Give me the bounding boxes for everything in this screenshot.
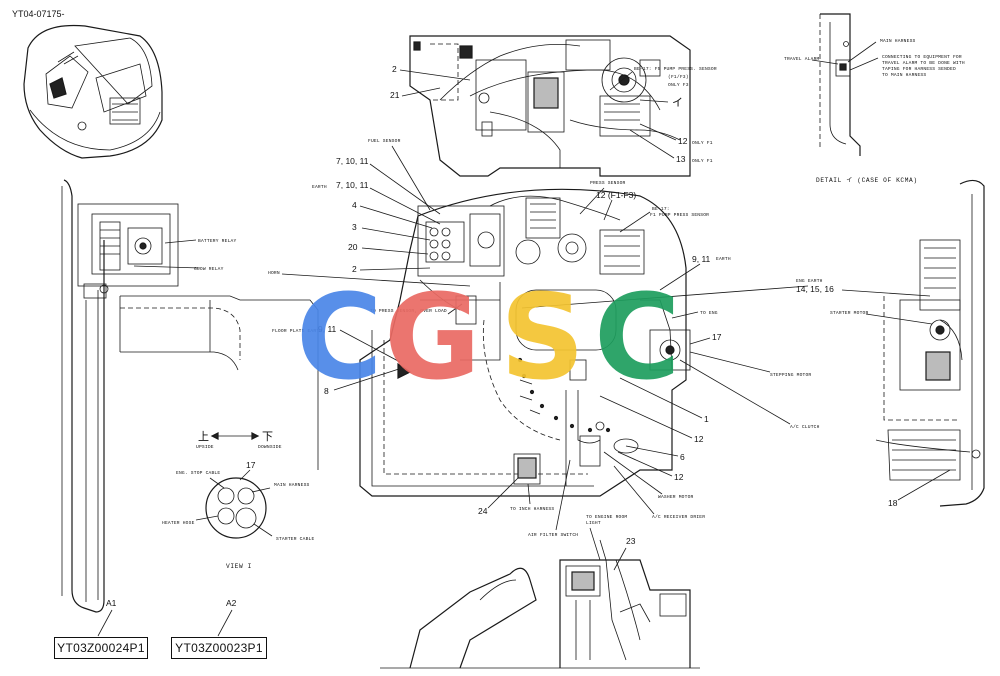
washer-motor-label: WASHER MOTOR [658,494,694,500]
part-ref-a1-tag: A1 [106,598,117,608]
earth-left-label: EARTH [312,184,327,190]
be17-f5-label: BE-17: F5 PUMP PRESS. SENSOR [634,66,717,72]
watermark-letter-c2: C [594,268,681,406]
main-harness-top-label: MAIN HARNESS [880,38,916,44]
ac-clutch-label: A/C CLUTCH [790,424,820,430]
callout-9-11-floor: 9, 11 [318,324,337,334]
battery-relay-label: BATTERY RELAY [198,238,236,244]
callout-18: 18 [888,498,898,508]
be17-f1-label: BE-17: [652,206,670,212]
part-ref-tags: A1 A2 [97,598,237,637]
callout-6: 6 [680,452,685,462]
callout-23: 23 [626,536,636,546]
view-caption: VIEW I [226,563,252,570]
down-kanji: 下 [262,431,273,443]
starter-motor-label: STARTER MOTOR [830,310,868,316]
bottom-engine-drawing: 23 [380,536,700,669]
to-eng-label: TO ENG [700,310,718,316]
to-inch-harness-label: TO INCH HARNESS [510,506,554,512]
watermark-letter-g: G [384,268,481,406]
up-kanji: 上 [198,430,209,443]
to-engine-room-label: TO ENGINE ROOM [586,514,627,520]
only-f1-label: ONLY F1 [692,140,713,146]
callout-4: 4 [352,200,357,210]
upside-label: UPSIDE [196,444,214,450]
horn-callout: HORN [268,270,471,287]
connecting-note-4: TO MAIN HARNESS [882,72,926,78]
light-label: LIGHT [586,520,601,526]
eng-stop-cable-label: ENG. STOP CABLE [176,470,220,476]
starter-cable-label: STARTER CABLE [276,536,314,542]
eng-earth-label: ENG EARTH [796,278,823,284]
travel-alarm-label: TRAVEL ALARM [784,56,820,62]
top-pump-area-drawing [409,35,691,177]
callout-12-f1f3: 12 (F1-F3) [596,190,636,200]
callout-14-15-16: 14, 15, 16 [796,284,834,294]
callout-9-11-earth: 9, 11 [692,254,711,264]
callout-2-top: 2 [392,64,397,74]
top-callouts: 2 21 BE-17: F5 PUMP PRESS. SENSOR (F1/F3… [390,64,717,164]
main-harness-view-label: MAIN HARNESS [274,482,310,488]
watermark-letter-c1: C [296,268,383,406]
view-i-cross-section: ENG. STOP CABLE MAIN HARNESS HEATER HOSE… [162,460,314,570]
detail-caption: DETAIL イ (CASE OF KCMA) [816,177,918,184]
stepping-motor-label: STEPPING MOTOR [770,372,811,378]
only-f1-b-label: ONLY F1 [692,158,713,164]
callout-20: 20 [348,242,358,252]
part-ref-a2-tag: A2 [226,598,237,608]
connecting-note-2: TRAVEL ALARM TO BE DONE WITH [882,60,965,66]
left-elevation-drawing: BATTERY RELAY GLOW RELAY [61,179,319,613]
callout-7-10-11-a: 7, 10, 11 [336,156,369,166]
callout-12-a: 12 [694,434,704,444]
to-press-sensor-label: TO PRESS SENSOR, OVER LOAD [370,308,447,314]
watermark-logo: C G S C [296,268,681,406]
callout-3: 3 [352,222,357,232]
orientation-arrows: 上 下 UPSIDE DOWNSIDE [196,430,282,450]
part-ref-a2-code: YT03Z00023P1 [171,637,267,659]
central-plan-drawing [359,188,691,497]
earth-right-label: EARTH [716,256,731,262]
right-elevation-drawing: ENG EARTH 14, 15, 16 STARTER MOTOR 18 [796,179,985,508]
only-f3-label: ONLY F3 [668,82,689,88]
part-ref-a1-code: YT03Z00024P1 [54,637,148,659]
callout-13: 13 [676,154,686,164]
callout-21: 21 [390,90,400,100]
callout-2-mid: 2 [352,264,357,274]
callout-8: 8 [324,386,329,396]
connecting-note-3: TAPING FOR HARNESS SENDED [882,66,956,72]
f1-f3-label: (F1/F3) [668,74,689,80]
callout-24: 24 [478,506,488,516]
central-left-callouts: FUEL SENSOR 7, 10, 11 EARTH 7, 10, 11 4 … [272,138,463,396]
watermark-letter-s: S [500,268,585,406]
callout-7-10-11-b: 7, 10, 11 [336,180,369,190]
machine-perspective-drawing [23,24,163,159]
f1-pump-label: F1 PUMP PRESS SENSOR [650,212,709,218]
connecting-note-1: CONNECTING TO EQUIPMENT FOR [882,54,962,60]
central-right-callouts: PRESS SENSOR 12 (F1-F3) BE-17: F1 PUMP P… [521,180,820,520]
floor-plate-earth-label: FLOOR PLATE EARTH [272,328,322,334]
callout-17-right: 17 [712,332,722,342]
callout-17-view: 17 [246,460,256,470]
doc-code: YT04-07175- [12,9,65,19]
detail-i-drawing: TRAVEL ALARM MAIN HARNESS CONNECTING TO … [784,13,965,184]
central-bottom-callouts: 24 TO INCH HARNESS AIR FILTER SWITCH TO … [478,459,627,561]
downside-label: DOWNSIDE [258,444,282,450]
horn-label: HORN [268,270,280,276]
callout-12-top: 12 [678,136,688,146]
glow-relay-label: GLOW RELAY [194,266,224,272]
fuel-sensor-label: FUEL SENSOR [368,138,401,144]
press-sensor-label: PRESS SENSOR [590,180,626,186]
air-filter-switch-label: AIR FILTER SWITCH [528,532,578,538]
callout-1: 1 [704,414,709,424]
heater-hose-label: HEATER HOSE [162,520,195,526]
callout-12-b: 12 [674,472,684,482]
katakana-i-ref: イ [672,97,683,109]
ac-receiver-drier-label: A/C RECEIVER DRIER [652,514,705,520]
